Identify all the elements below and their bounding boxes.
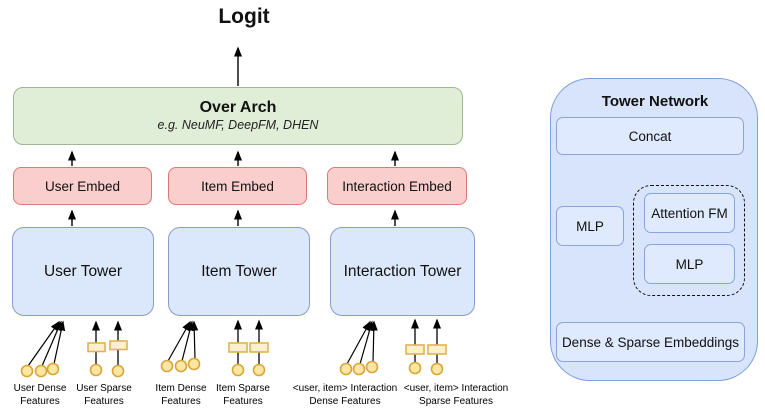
interaction-sparse-features-label: <user, item> Interaction Sparse Features xyxy=(403,383,509,407)
sparse-feature-nodes xyxy=(89,361,444,378)
user-tower-box: User Tower xyxy=(12,227,154,316)
item-sparse-features-label: Item Sparse Features xyxy=(216,383,270,407)
user-tower-label: User Tower xyxy=(43,262,123,280)
item-tower-label: Item Tower xyxy=(201,262,277,280)
interaction-embed-box: Interaction Embed xyxy=(327,167,467,205)
item-dense-feature-arrows xyxy=(167,320,199,362)
mlp-box: MLP xyxy=(556,206,624,246)
dense-feature-nodes xyxy=(20,357,379,378)
interaction-embed-label: Interaction Embed xyxy=(342,178,452,194)
user-sparse-feature-arrows xyxy=(92,320,122,366)
dense-sparse-embeddings-label: Dense & Sparse Embeddings xyxy=(561,334,740,350)
logit-label: Logit xyxy=(218,5,270,28)
user-sparse-features-label: User Sparse Features xyxy=(76,383,132,407)
concat-label: Concat xyxy=(628,128,672,144)
user-embed-label: User Embed xyxy=(44,178,121,194)
over-arch-box: Over Arch e.g. NeuMF, DeepFM, DHEN xyxy=(13,87,463,145)
dense-sparse-embeddings-box: Dense & Sparse Embeddings xyxy=(556,322,745,362)
mlp-label: MLP xyxy=(576,218,604,234)
over-arch-subtitle: e.g. NeuMF, DeepFM, DHEN xyxy=(157,118,319,133)
attention-fm-label: Attention FM xyxy=(651,205,728,221)
tower-network-title: Tower Network xyxy=(601,93,709,110)
attention-fm-box: Attention FM xyxy=(644,193,735,233)
user-dense-features-label: User Dense Features xyxy=(13,383,67,407)
concat-box: Concat xyxy=(556,117,744,155)
attention-fm-group xyxy=(633,185,745,296)
sparse-embedding-rects xyxy=(87,340,447,355)
user-dense-feature-arrows xyxy=(27,320,66,367)
item-embed-box: Item Embed xyxy=(168,167,307,205)
item-embed-label: Item Embed xyxy=(201,178,274,194)
interaction-dense-feature-arrows xyxy=(346,320,378,365)
interaction-dense-features-label: <user, item> Interaction Dense Features xyxy=(292,383,398,407)
item-sparse-feature-arrows xyxy=(234,319,263,365)
user-embed-box: User Embed xyxy=(13,167,152,205)
inner-mlp-box: MLP xyxy=(644,244,735,284)
item-tower-box: Item Tower xyxy=(168,227,310,316)
item-dense-features-label: Item Dense Features xyxy=(155,383,207,407)
interaction-tower-label: Interaction Tower xyxy=(343,262,462,280)
inner-mlp-label: MLP xyxy=(675,256,704,272)
over-arch-title: Over Arch xyxy=(199,99,277,117)
interaction-tower-box: Interaction Tower xyxy=(330,227,475,316)
interaction-sparse-feature-arrows xyxy=(411,318,441,364)
